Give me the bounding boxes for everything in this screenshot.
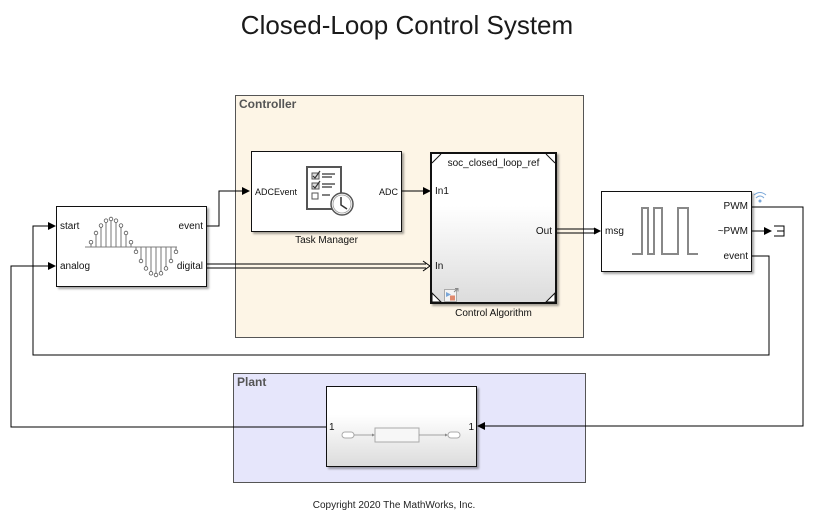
port-adcevent: ADCEvent [255,187,298,197]
sine-sample-marker [128,239,134,245]
referenced-model-name: soc_closed_loop_ref [447,158,540,169]
port-msg: msg [605,226,624,237]
copyright-text: Copyright 2020 The MathWorks, Inc. [312,500,476,511]
sine-sample-marker [98,223,104,228]
line-out-to-msg[interactable] [557,227,602,235]
terminator-icon[interactable] [774,225,785,237]
sampled-sine-wave-icon [85,216,179,278]
port-in1: In1 [435,186,449,197]
wireless-icon [753,192,767,203]
port-event: event [178,221,203,232]
port-analog: analog [60,261,91,272]
plant-subsystem-block[interactable]: 1 1 [326,386,477,467]
pwm-block[interactable]: msg PWM ~PWM event [601,191,752,272]
sine-sample-marker [138,258,144,264]
pwm-waveform-icon [632,207,698,255]
line-pwm-to-plant[interactable] [477,206,804,430]
line-event-to-adcevent[interactable] [206,187,250,227]
sine-sample-marker [133,249,139,255]
sine-sample-marker [163,266,169,271]
sine-sample-marker [153,272,159,278]
sine-sample-marker [118,223,124,228]
subsystem-icon [341,427,461,443]
task-checklist-clock-icon [306,166,354,216]
task-manager-block[interactable]: ADCEvent ADC [251,151,402,232]
sine-sample-marker [148,271,154,276]
port-npwm: ~PWM [717,226,748,237]
port-start: start [60,221,80,232]
controller-area-label: Controller [239,97,297,111]
sine-sample-marker [103,218,109,223]
port-in: In [435,261,444,272]
task-manager-label: Task Manager [295,235,358,246]
line-pwm-event-to-start[interactable] [32,222,770,356]
control-algorithm-label: Control Algorithm [455,308,532,319]
line-digital-to-in[interactable] [207,260,431,272]
port-pwm: PWM [723,201,748,212]
plant-area-label: Plant [237,375,267,389]
port-out: Out [535,226,552,237]
model-reference-corners [432,154,555,302]
diagram-title: Closed-Loop Control System [240,10,574,40]
port-digital: digital [176,261,203,272]
sine-sample-marker [143,266,149,271]
port-plant-in: 1 [329,422,335,433]
sine-sample-marker [108,216,114,222]
sine-sample-marker [158,271,164,276]
adc-block[interactable]: start analog event digital [56,206,207,287]
model-reference-icon[interactable] [444,288,460,302]
sine-sample-marker [123,230,129,236]
sine-sample-marker [168,258,174,264]
port-adc: ADC [378,187,398,197]
sine-sample-marker [93,230,99,236]
sine-sample-marker [113,218,119,223]
line-plant-to-analog[interactable] [10,262,326,428]
port-pwm-event: event [723,251,748,262]
sine-sample-marker [173,249,179,255]
sine-sample-marker [88,239,94,245]
control-algorithm-block[interactable]: soc_closed_loop_ref In1 In Out [430,152,557,304]
port-plant-out: 1 [468,422,474,433]
